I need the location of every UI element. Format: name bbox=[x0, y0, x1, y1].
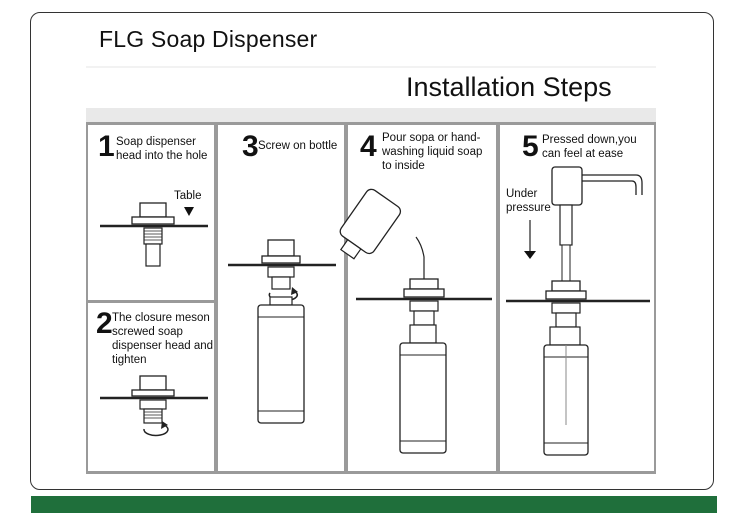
section-title: Installation Steps bbox=[406, 72, 612, 102]
title-underline bbox=[86, 66, 656, 68]
under-pressure-label: Under pressure bbox=[506, 188, 551, 214]
step-3-number: 3 bbox=[242, 130, 259, 163]
step-4-number: 4 bbox=[360, 130, 377, 163]
table-label: Table bbox=[174, 190, 202, 202]
pour-bottle bbox=[339, 188, 402, 260]
step-1-text: Soap dispenser head into the hole bbox=[116, 136, 208, 162]
step-1-number: 1 bbox=[98, 130, 115, 163]
bottle bbox=[257, 304, 305, 424]
step-4-text: Pour sopa or hand-washing liquid soap to… bbox=[382, 132, 483, 172]
step-5-number: 5 bbox=[522, 130, 539, 163]
step-3-panel: 3 Screw on bottle bbox=[218, 125, 344, 471]
steps-grid: 1 Soap dispenser head into the hole Tabl… bbox=[86, 122, 656, 474]
footer-bar bbox=[31, 496, 717, 513]
bottle bbox=[399, 342, 447, 454]
step-5-text: Pressed down,you can feel at ease bbox=[542, 134, 637, 160]
step-2-panel: 2 The closure meson screwed soap dispens… bbox=[88, 303, 214, 471]
step-4-illustration bbox=[339, 188, 492, 454]
step-4-panel: 4 Pour sopa or hand-washing liquid soap … bbox=[339, 125, 496, 471]
step-2-number: 2 bbox=[96, 307, 113, 340]
brand-title: FLG Soap Dispenser bbox=[99, 26, 318, 52]
step-1-illustration bbox=[100, 202, 208, 267]
rotate-arrow-icon bbox=[143, 424, 169, 437]
pointer-triangle-icon bbox=[184, 207, 194, 216]
step-2-text: The closure meson screwed soap dispenser… bbox=[112, 312, 214, 366]
step-1-panel: 1 Soap dispenser head into the hole Tabl… bbox=[88, 125, 214, 300]
step-3-illustration bbox=[228, 239, 336, 424]
step-3-text: Screw on bottle bbox=[258, 140, 338, 152]
step-5-panel: 5 Pressed down,you can feel at ease Unde… bbox=[500, 125, 654, 471]
header-band bbox=[86, 108, 656, 122]
step-5-illustration bbox=[506, 166, 650, 456]
step-2-illustration bbox=[100, 375, 208, 437]
